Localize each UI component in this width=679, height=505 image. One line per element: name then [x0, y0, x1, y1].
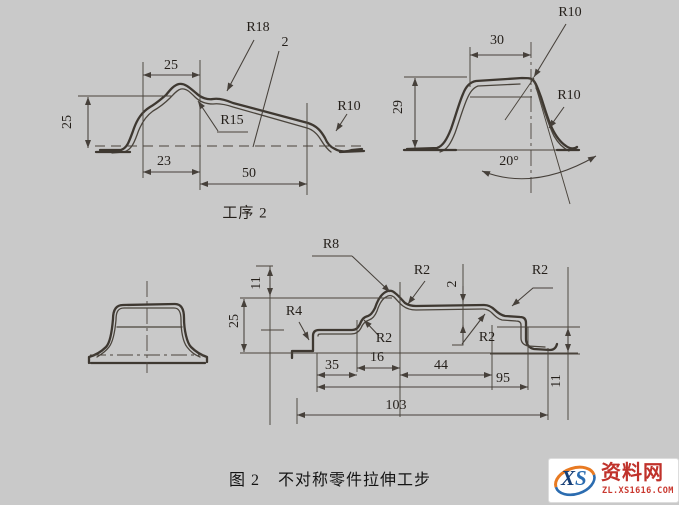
dim-label-25-bottom: 25 [227, 314, 242, 328]
dim-label-r2-shoulder: R2 [375, 331, 393, 346]
dim-label-r18: R18 [246, 20, 270, 35]
dim-label-r2-right: R2 [531, 263, 549, 278]
dim-label-30: 30 [490, 33, 504, 48]
dim-label-11-left: 11 [249, 276, 264, 290]
dim-label-r2-step: R2 [478, 330, 496, 345]
top-left-profile-drawing [78, 39, 366, 195]
dim-label-r10-top: R10 [558, 5, 582, 20]
dim-label-20-degrees: 20° [499, 154, 519, 169]
dim-label-29: 29 [391, 100, 406, 114]
dim-label-r10-side: R10 [557, 88, 581, 103]
dim-label-r15: R15 [220, 113, 244, 128]
dim-label-r8: R8 [322, 237, 340, 252]
dim-label-16: 16 [370, 350, 384, 365]
dim-label-thickness-2-bottom: 2 [445, 280, 460, 288]
dim-label-25-top: 25 [164, 58, 178, 73]
dim-label-103: 103 [385, 398, 407, 413]
hat-profile-drawing [87, 281, 209, 373]
dim-label-r2-peak: R2 [413, 263, 431, 278]
watermark-site-url: ZL.XS1616.COM [602, 486, 674, 496]
watermark-logo: XS 资料网 ZL.XS1616.COM [548, 458, 679, 503]
figure-title: 不对称零件拉伸工步 [278, 472, 432, 489]
dim-label-r4: R4 [285, 304, 303, 319]
step-2-label: 工序 2 [222, 205, 268, 222]
dim-label-11-right: 11 [549, 374, 564, 388]
dim-label-25-left: 25 [60, 115, 75, 129]
dim-label-23: 23 [157, 154, 171, 169]
dim-label-thickness-2: 2 [281, 35, 289, 50]
figure-caption: 图 2 不对称零件拉伸工步 [229, 466, 431, 490]
watermark-site-name: 资料网 [601, 462, 664, 484]
figure-number: 图 2 [228, 472, 260, 489]
dim-label-44: 44 [434, 358, 448, 373]
dim-label-50: 50 [242, 166, 256, 181]
dim-label-r10-left: R10 [337, 99, 361, 114]
xs-logo-ellipse-icon [554, 465, 596, 497]
bottom-profile-drawing [240, 255, 580, 425]
xs-monogram: XS [561, 466, 587, 490]
dim-label-95: 95 [496, 371, 510, 386]
dim-label-35: 35 [325, 358, 339, 373]
top-right-profile-drawing [402, 23, 597, 205]
